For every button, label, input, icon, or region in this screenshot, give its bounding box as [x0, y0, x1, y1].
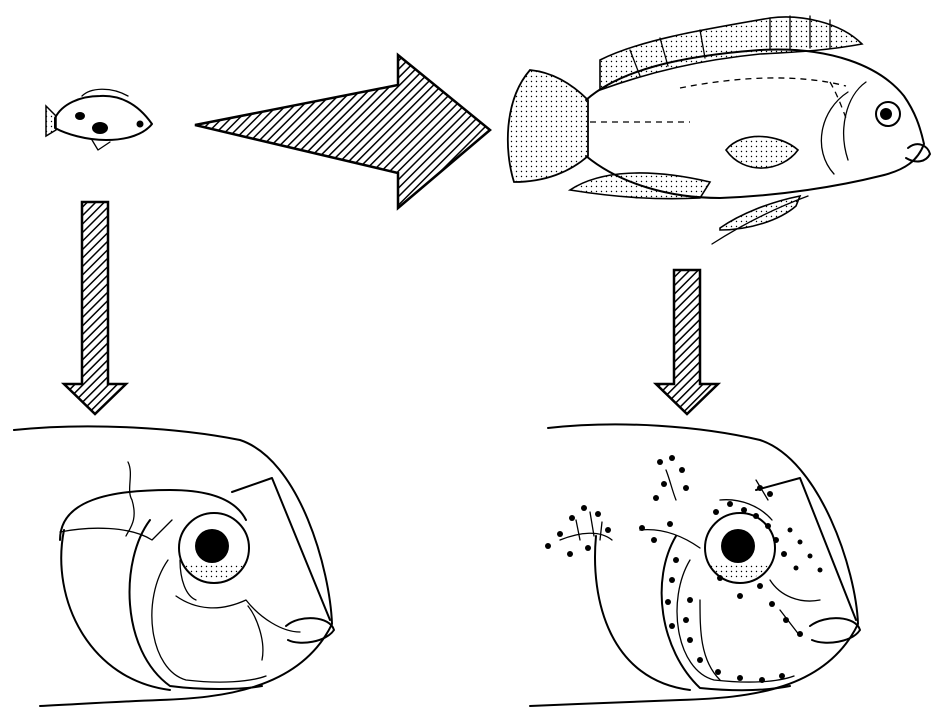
- fish-head-branched: [530, 424, 860, 706]
- large-fish-icon: [508, 16, 930, 244]
- fish-head-sparse: [14, 426, 334, 706]
- branched-nerve-cluster: [560, 470, 820, 680]
- down-arrow-left: [64, 202, 126, 414]
- down-arrow-right: [656, 270, 718, 414]
- small-fish-icon: [46, 89, 152, 150]
- growth-arrow-right: [195, 55, 490, 208]
